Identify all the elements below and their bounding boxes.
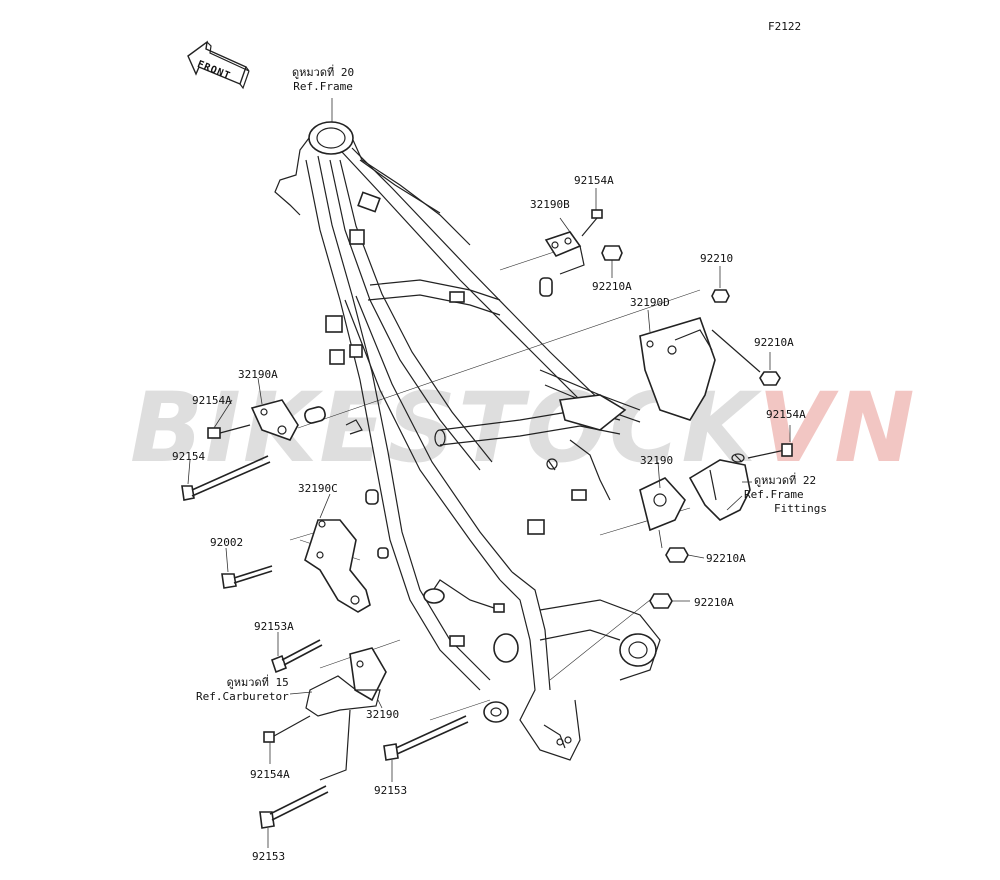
part-label: 92154A: [192, 394, 232, 407]
part-label: 92154A: [766, 408, 806, 421]
part-label: 32190: [366, 708, 400, 721]
bracket-32190D: [639, 266, 781, 421]
ref-fittings-en2: Fittings: [774, 502, 827, 515]
part-label: 92153: [252, 850, 286, 863]
part-label: 92154: [172, 450, 206, 463]
part-label: 92210A: [694, 596, 734, 609]
ref-carb-thai: ดูหมวดที่ 15: [226, 676, 289, 689]
part-label: 92210A: [754, 336, 794, 349]
part-label: 92153A: [254, 620, 294, 633]
ref-fittings-en1: Ref.Frame: [744, 488, 804, 501]
watermark-part1: BIKESTOCK: [130, 372, 758, 484]
front-arrow-icon: [187, 40, 250, 90]
part-label: 92002: [210, 536, 244, 549]
frame-main: [274, 121, 661, 761]
part-label: 92154A: [250, 768, 290, 781]
part-label: 92210A: [706, 552, 746, 565]
part-label: 92210: [700, 252, 734, 265]
figure-code: F2122: [768, 20, 802, 33]
ref-frame: ดูหมวดที่ 20 Ref.Frame: [292, 66, 354, 94]
ref-frame-fittings: ดูหมวดที่ 22 Ref.Frame Fittings: [744, 474, 827, 516]
ref-carb-en: Ref.Carburetor: [196, 690, 289, 703]
watermark-part2: VN: [757, 372, 917, 484]
bolt-92153A-group: [259, 632, 387, 848]
bracket-32190C: [221, 489, 389, 613]
bracket-32190A: [181, 377, 326, 501]
part-label: 32190B: [530, 198, 570, 211]
part-label: 32190A: [238, 368, 278, 381]
part-label: 32190: [640, 454, 674, 467]
part-label: 92153: [374, 784, 408, 797]
watermark: BIKESTOCKVN: [130, 368, 915, 488]
part-label: 32190D: [630, 296, 670, 309]
part-label: 92210A: [592, 280, 632, 293]
bracket-32190-right: [639, 425, 793, 609]
part-label: 32190C: [298, 482, 338, 495]
ref-carburetor: ดูหมวดที่ 15 Ref.Carburetor: [196, 676, 289, 704]
ref-fittings-thai: ดูหมวดที่ 22: [754, 474, 817, 487]
bracket-32190B: [539, 188, 623, 297]
part-label: 92154A: [574, 174, 614, 187]
ref-frame-en: Ref.Frame: [293, 80, 353, 93]
ref-frame-thai: ดูหมวดที่ 20: [292, 66, 355, 79]
bolt-92153-mid: [383, 715, 469, 782]
